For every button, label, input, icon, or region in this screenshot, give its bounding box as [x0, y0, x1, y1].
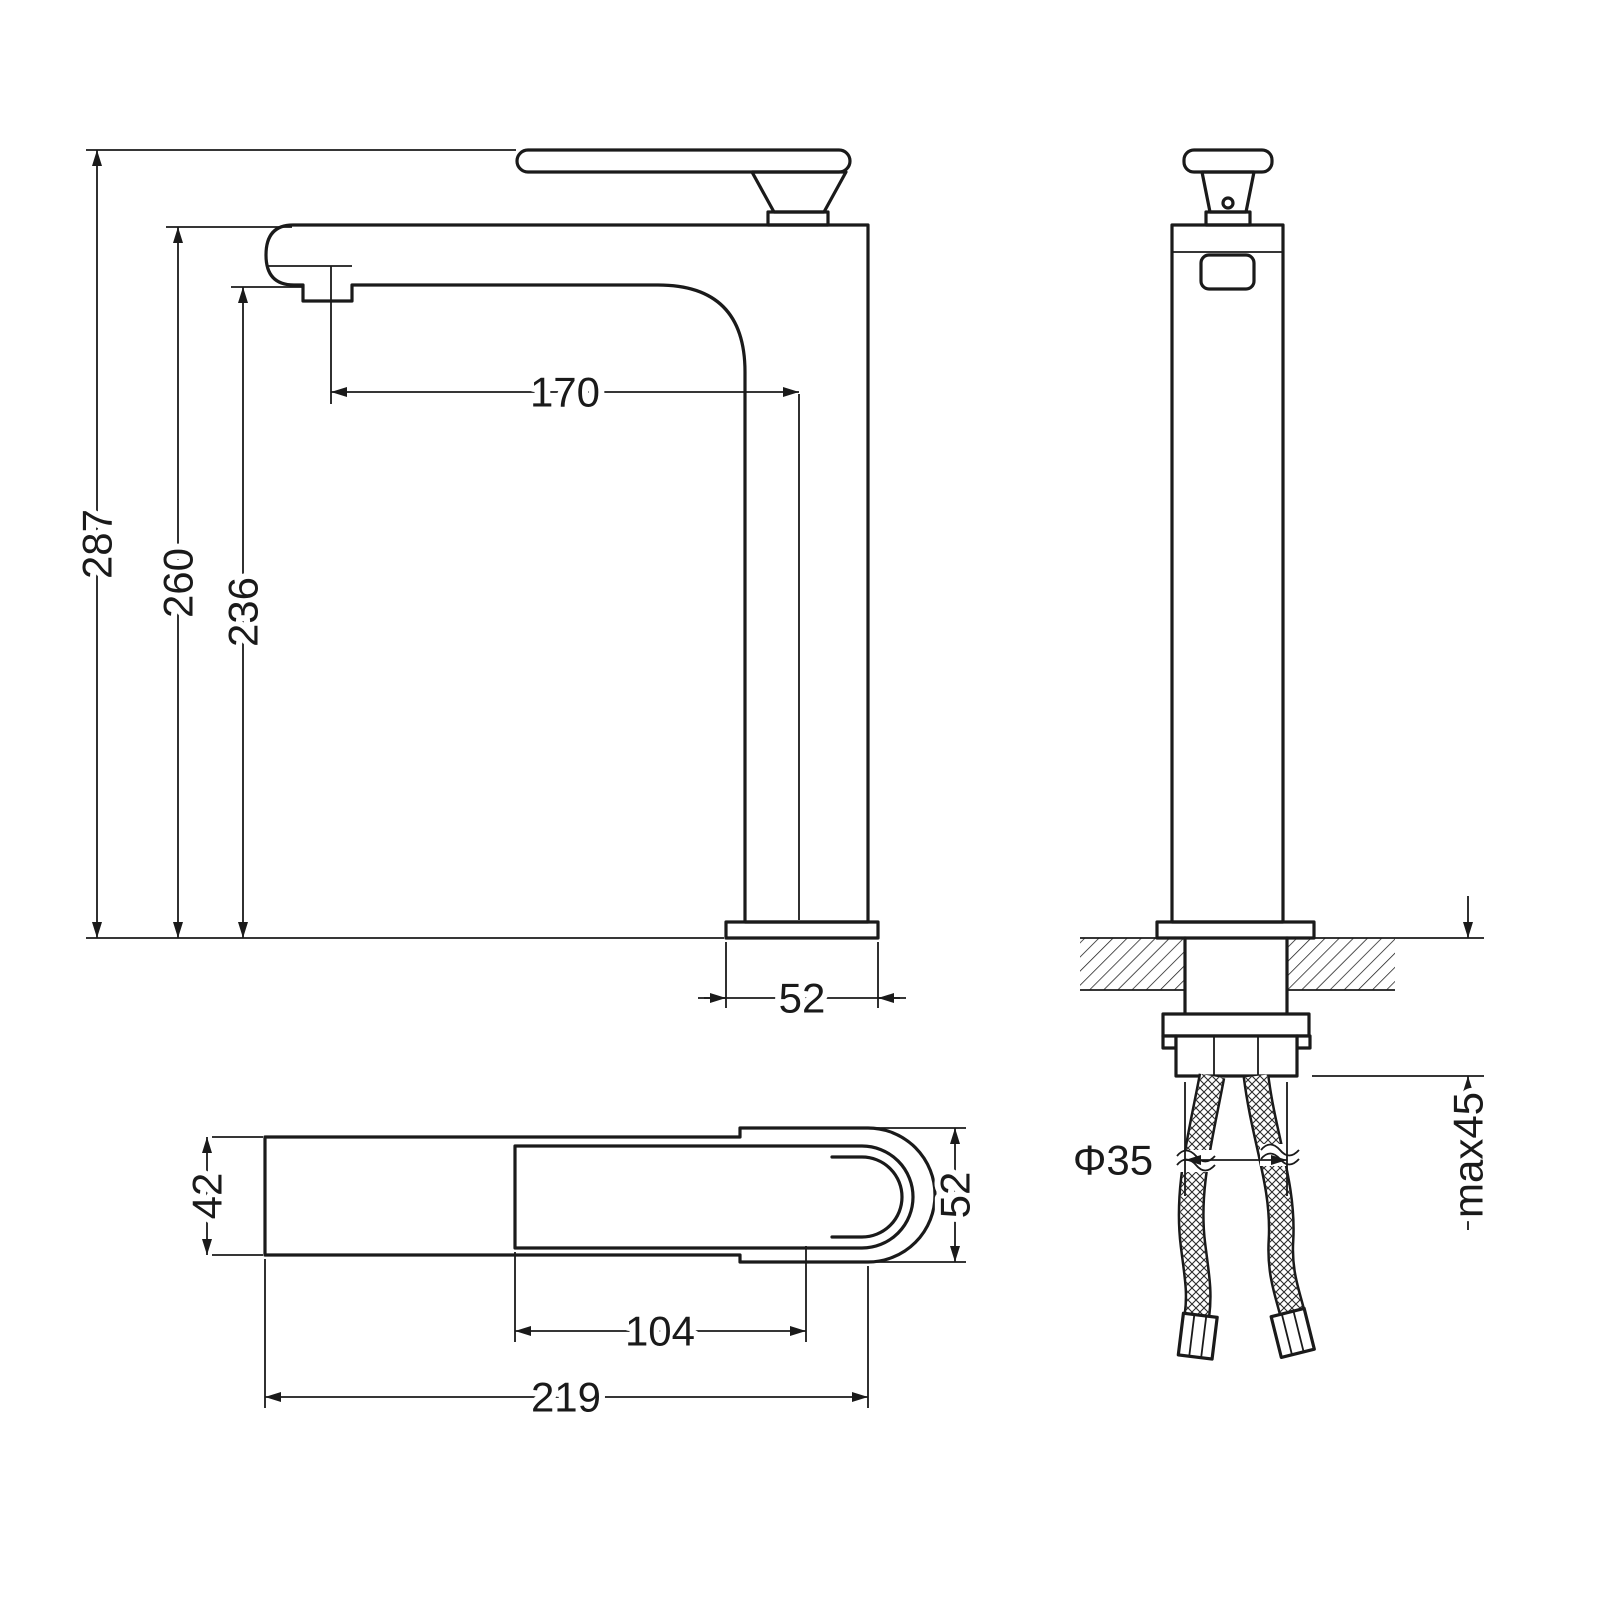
dim-287: 287 [68, 150, 127, 938]
washer-tab-right [1295, 1034, 1312, 1050]
front-body [1170, 223, 1285, 924]
hose-break-left [1176, 1149, 1216, 1172]
plan-handle-inner-arc [830, 1155, 904, 1239]
front-set-screw [1221, 196, 1235, 210]
dim-260: 260 [149, 227, 208, 938]
mounting-washer [1161, 1012, 1311, 1038]
dim-219: 219 [264, 1259, 869, 1427]
side-base-plate [724, 920, 880, 940]
dim-260-label: 260 [155, 548, 202, 618]
dim-52-side: 52 [698, 942, 906, 1028]
side-dimensions: 287 260 236 170 52 [68, 149, 906, 1028]
plan-dimensions: 42 52 104 219 [178, 1127, 985, 1427]
dim-104: 104 [514, 1246, 807, 1361]
hose-left [1177, 1073, 1226, 1317]
dim-287-label: 287 [74, 509, 121, 579]
side-handle-cone [750, 170, 848, 214]
dim-phi35: Φ35 [1067, 1082, 1288, 1196]
side-handle-blade [515, 148, 852, 174]
plan-view [263, 1126, 937, 1264]
mounting-nut [1174, 1034, 1299, 1078]
front-base-plate [1155, 920, 1316, 940]
side-body-spout-outline [264, 223, 870, 924]
dim-170-label: 170 [530, 369, 600, 416]
front-handle-cone [1200, 170, 1256, 214]
plan-outer-outline [263, 1126, 937, 1264]
dim-42: 42 [178, 1136, 263, 1256]
dim-52-plan-label: 52 [932, 1172, 979, 1219]
dim-170: 170 [330, 266, 799, 422]
mounting-hardware [1161, 936, 1312, 1078]
dim-219-label: 219 [531, 1374, 601, 1421]
countertop-section [1080, 937, 1395, 991]
supply-hoses [1176, 1073, 1316, 1361]
front-handle-collar [1204, 210, 1252, 227]
hose-fitting-left [1176, 1311, 1219, 1361]
plan-handle-outline [513, 1144, 915, 1250]
dim-phi35-label: Φ35 [1073, 1137, 1153, 1184]
dim-236: 236 [214, 287, 273, 938]
counter-hatch-left [1080, 938, 1185, 990]
front-spout-outlet [1199, 253, 1256, 291]
dim-42-label: 42 [184, 1173, 231, 1220]
dim-104-label: 104 [625, 1308, 695, 1355]
front-dimensions: Φ35 max45 [1067, 896, 1498, 1230]
hose-break-right [1260, 1143, 1300, 1166]
side-handle-collar [766, 210, 830, 227]
dim-236-label: 236 [220, 577, 267, 647]
counter-hatch-right [1287, 938, 1395, 990]
dim-52-plan: 52 [872, 1127, 985, 1263]
dim-max45-label: max45 [1445, 1092, 1492, 1218]
front-handle-blade [1182, 148, 1274, 174]
dim-52-side-label: 52 [779, 975, 826, 1022]
hose-fitting-right [1269, 1306, 1316, 1359]
washer-tab-left [1161, 1034, 1178, 1050]
hose-right [1242, 1074, 1306, 1316]
side-view [264, 148, 880, 940]
dim-max45: max45 [1312, 896, 1498, 1230]
